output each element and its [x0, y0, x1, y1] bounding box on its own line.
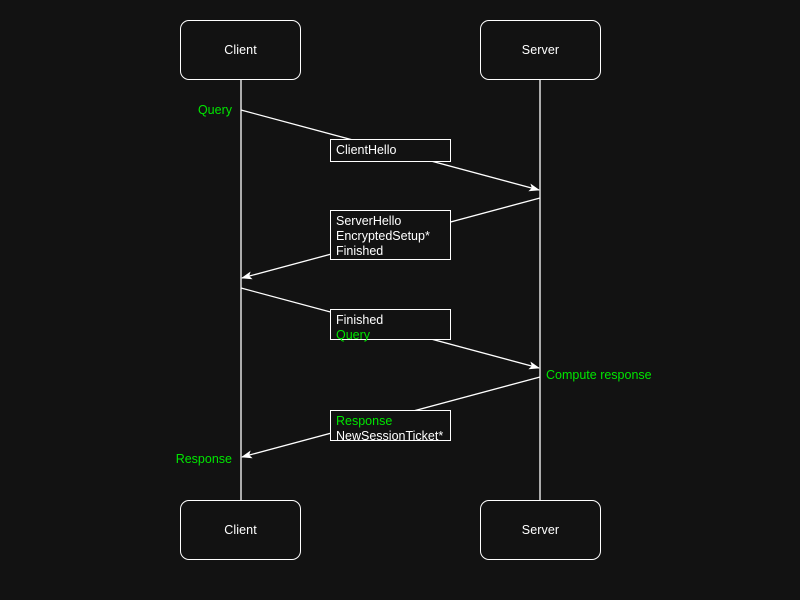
actor-box-server-top[interactable]: Server: [480, 20, 601, 80]
message-box-finished-query[interactable]: Finished Query: [330, 309, 451, 342]
actor-box-client-top[interactable]: Client: [180, 20, 301, 80]
actor-box-server-bottom[interactable]: Server: [480, 500, 601, 560]
message-line: ServerHello: [336, 214, 402, 228]
message-line: NewSessionTicket*: [336, 429, 444, 443]
message-line: Response: [336, 414, 393, 428]
message-line: Finished: [336, 244, 384, 258]
actor-box-client-bottom[interactable]: Client: [180, 500, 301, 560]
note-query-label: Query: [197, 103, 232, 117]
actor-label-client-bottom: Client: [224, 523, 257, 537]
message-line: Query: [336, 328, 371, 342]
note-compute-response-label: Compute response: [546, 368, 652, 382]
message-box-server-hello[interactable]: ServerHello EncryptedSetup* Finished: [330, 210, 451, 260]
message-line: Finished: [336, 313, 384, 327]
actor-label-client-top: Client: [224, 43, 257, 57]
message-box-response-ticket[interactable]: Response NewSessionTicket*: [330, 410, 451, 443]
message-box-client-hello[interactable]: ClientHello: [330, 139, 451, 162]
note-response: Response: [100, 452, 232, 466]
message-line: ClientHello: [336, 143, 397, 157]
actor-label-server-bottom: Server: [521, 523, 560, 537]
message-line: EncryptedSetup*: [336, 229, 430, 243]
actor-label-server-top: Server: [521, 43, 560, 57]
note-compute-response: Compute response: [546, 368, 652, 382]
note-response-label: Response: [175, 452, 232, 466]
note-query: Query: [100, 103, 232, 117]
